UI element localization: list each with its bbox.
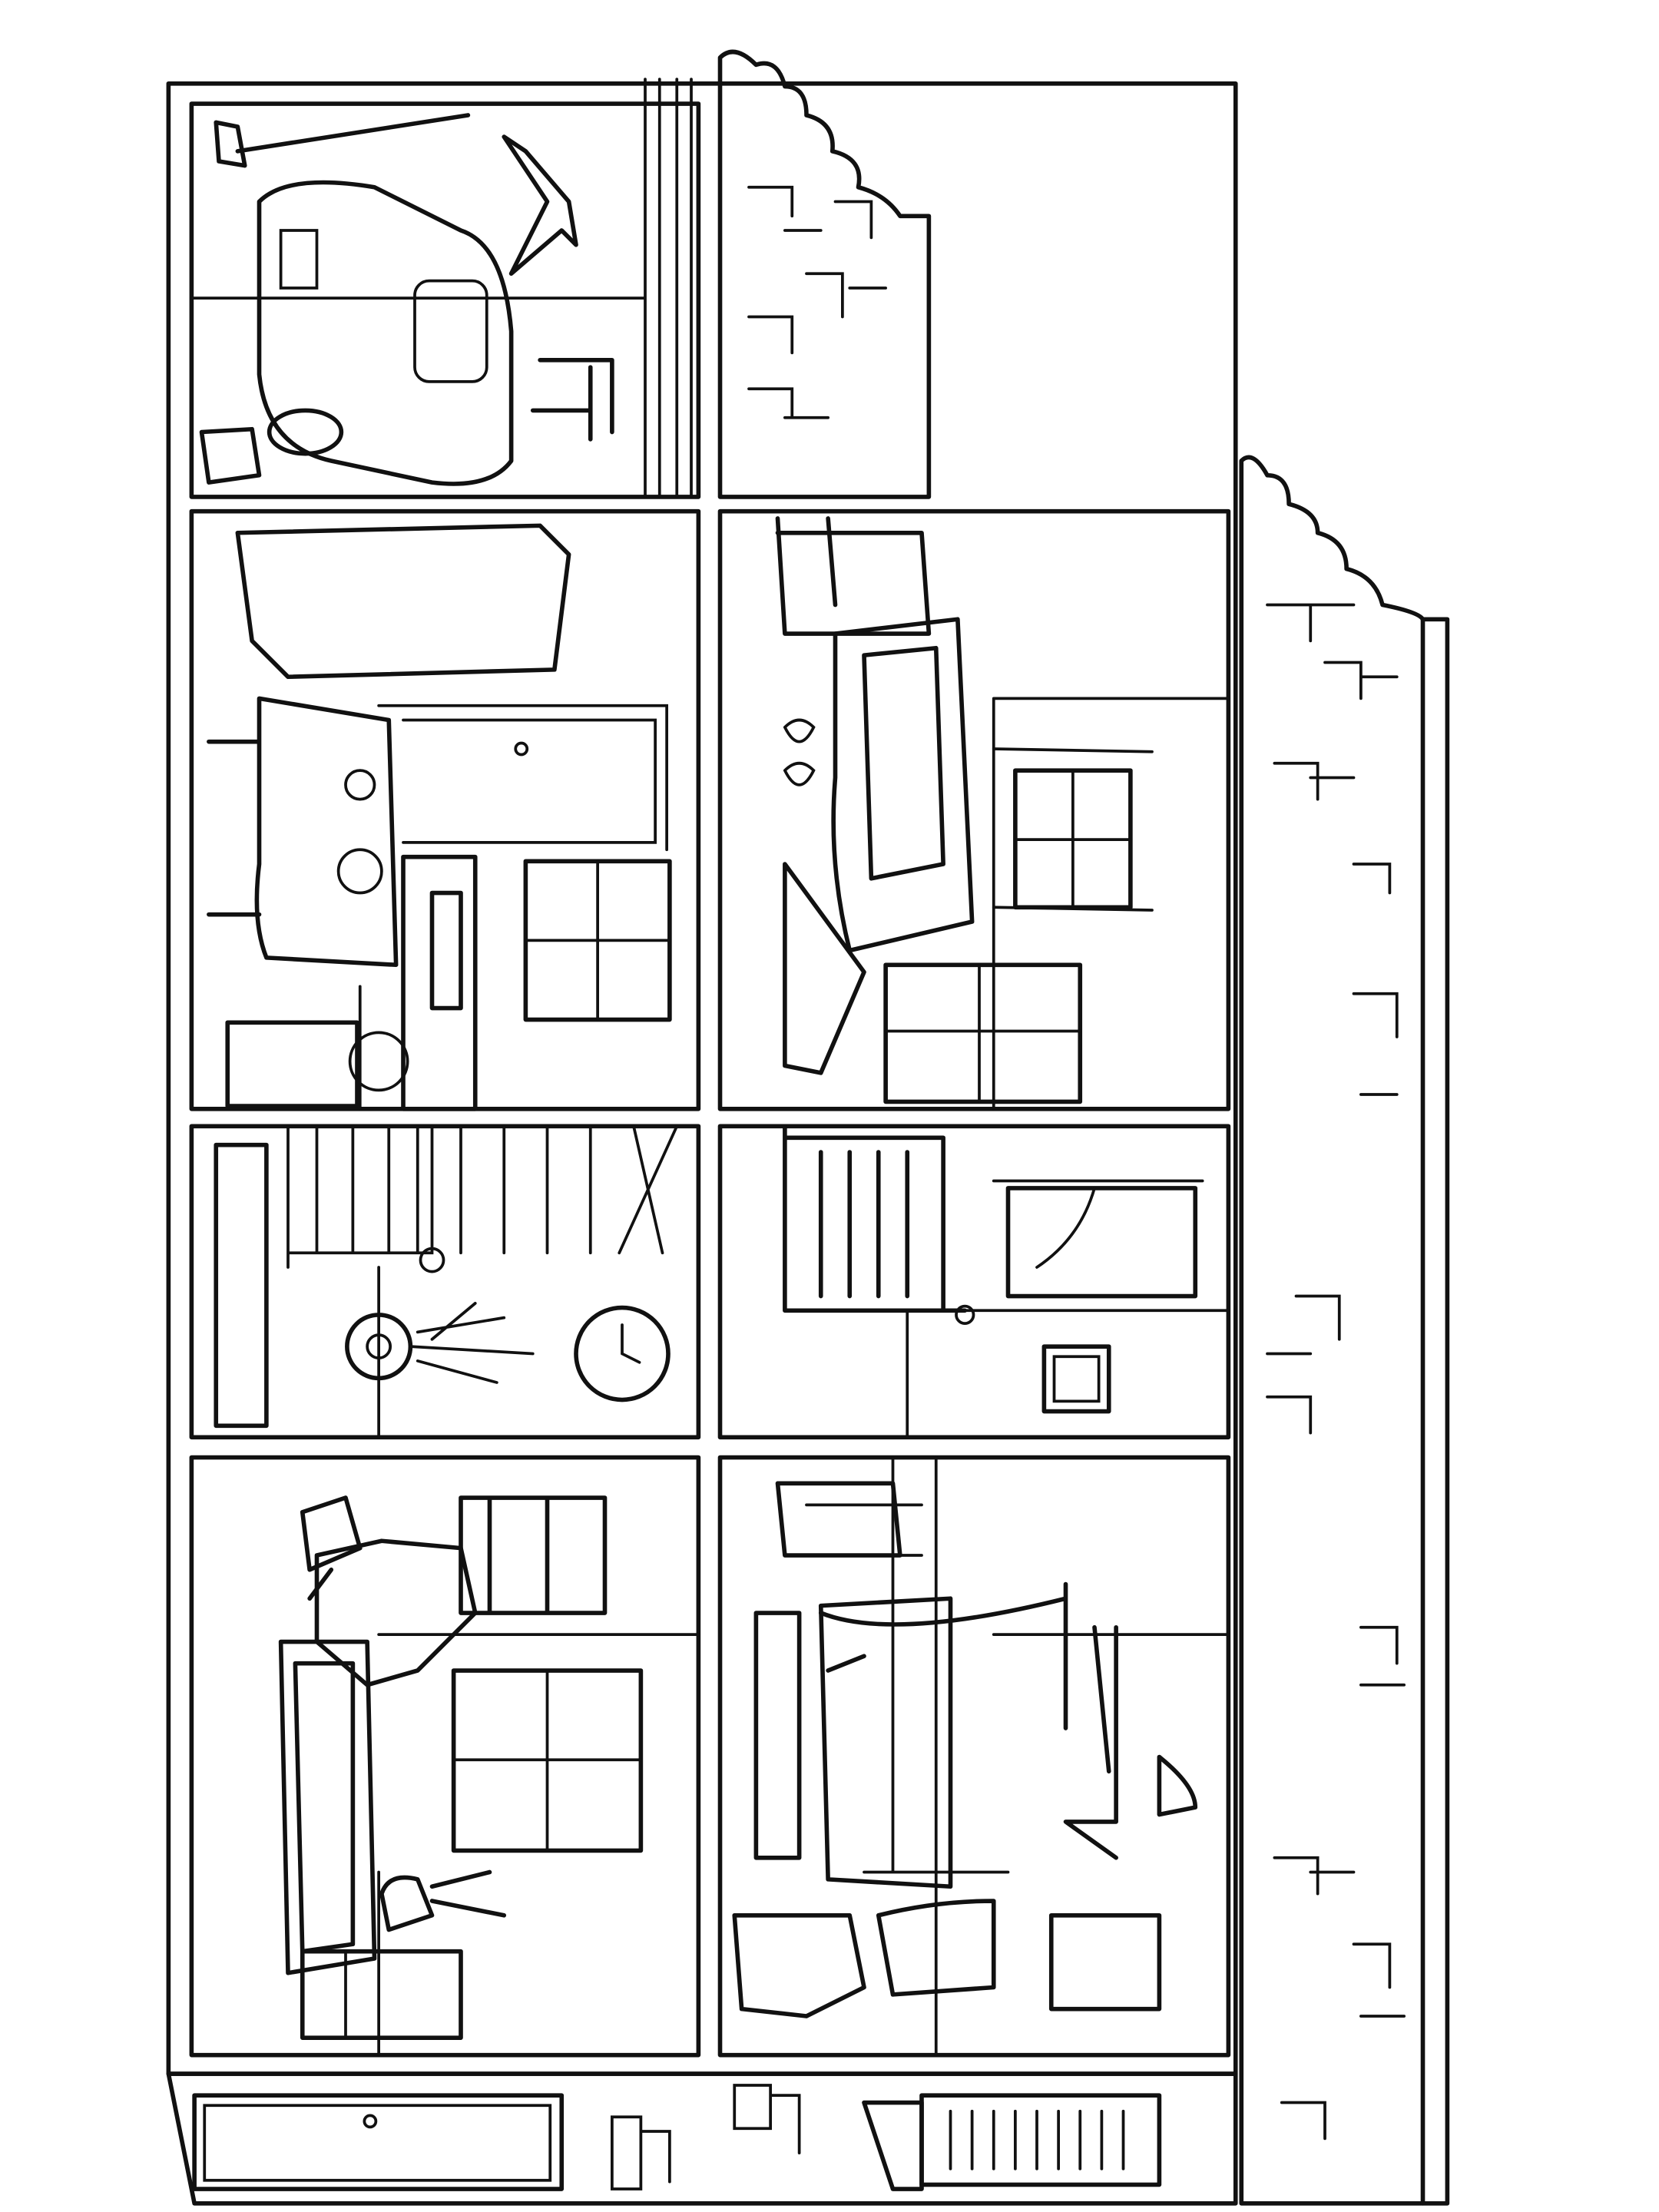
- room-garage: [189, 78, 701, 499]
- clock: [574, 1305, 671, 1402]
- garage-roof: [717, 49, 932, 499]
- shower-curtain: [818, 1581, 1111, 1774]
- shower-pipe: [1063, 1624, 1118, 1860]
- picture-frame: [1041, 1344, 1111, 1414]
- bath-mat: [753, 1611, 802, 1860]
- house-frame: [166, 81, 1238, 2206]
- crib: [783, 1124, 968, 1313]
- main-roof: [1239, 455, 1450, 2206]
- table: [207, 696, 399, 968]
- shovel: [530, 357, 614, 442]
- bathroom-mirror: [1048, 1912, 1162, 2012]
- ceiling-lamp: [1157, 1754, 1198, 1817]
- slippers: [783, 718, 816, 786]
- teapot: [336, 848, 383, 895]
- car-windshield: [413, 279, 488, 383]
- fridge: [235, 523, 571, 680]
- room-nursery: [717, 1124, 1231, 1440]
- toilet: [732, 1912, 866, 2018]
- pot: [348, 1031, 409, 1092]
- bathroom-sink: [876, 1899, 996, 1997]
- foundation-bricks: [611, 2084, 801, 2190]
- sink-counter: [401, 854, 478, 1111]
- room-bathroom: [717, 1455, 1231, 2058]
- staircase: [286, 1124, 679, 1269]
- tv-cabinet: [300, 1949, 463, 2040]
- toy-plane: [502, 134, 578, 276]
- sofa: [278, 1639, 377, 1975]
- hamper: [775, 1481, 902, 1558]
- cup: [344, 769, 376, 801]
- bathtub: [818, 1596, 953, 1889]
- mirror: [783, 862, 866, 1075]
- car: [257, 180, 514, 486]
- plant: [409, 1302, 535, 1384]
- wardrobe: [883, 962, 1083, 1104]
- lamp: [300, 1495, 363, 1601]
- chair: [775, 516, 932, 636]
- basement-window: [862, 2093, 1162, 2191]
- front-door: [192, 2093, 565, 2191]
- car-wheel: [267, 408, 344, 456]
- nursery-window: [1005, 1186, 1198, 1299]
- rug: [214, 1142, 269, 1429]
- broom: [214, 113, 471, 168]
- room-bedroom: [717, 508, 1231, 1111]
- vase-flowers: [379, 1869, 507, 1932]
- room-hallway: [189, 1124, 701, 1440]
- bed: [831, 617, 975, 953]
- bucket: [199, 426, 262, 485]
- room-kitchen: [189, 508, 701, 1111]
- license-plate: [279, 229, 319, 290]
- stove: [225, 1020, 359, 1108]
- shelf: [459, 1495, 608, 1615]
- armchair: [314, 1538, 478, 1687]
- room-living: [189, 1455, 701, 2058]
